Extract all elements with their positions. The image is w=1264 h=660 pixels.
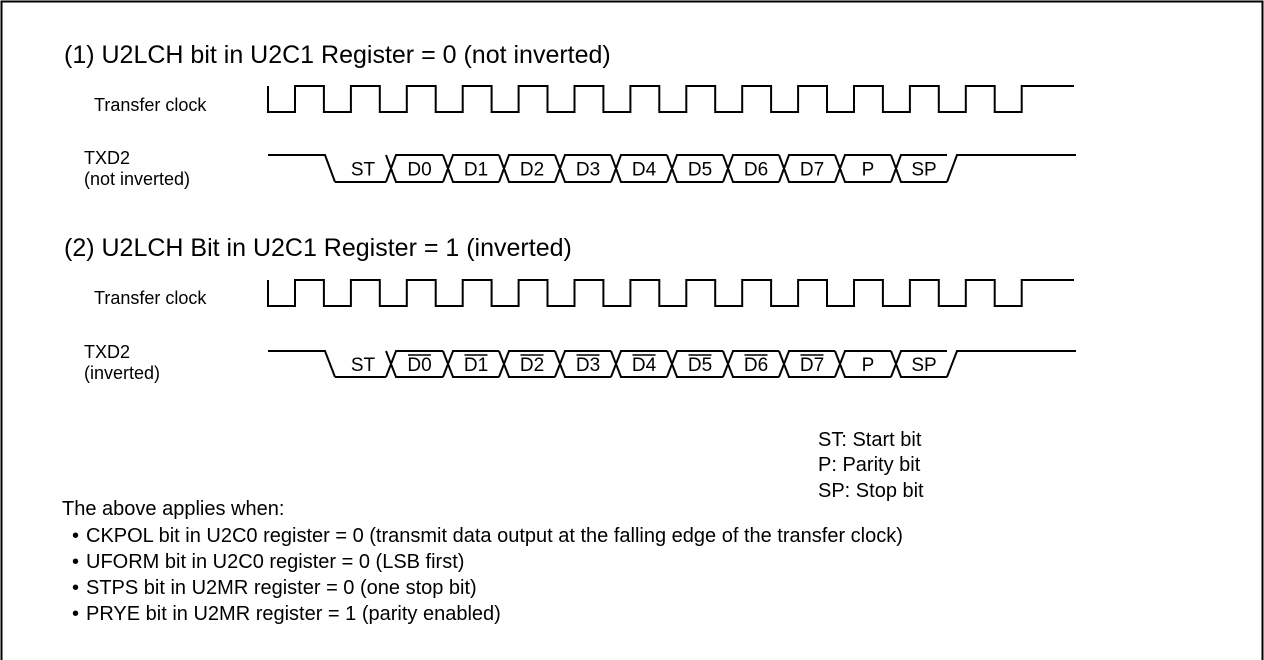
bit-label-d6: D6 <box>744 355 768 376</box>
section-2-txd-sublabel: (inverted) <box>84 363 160 383</box>
bit-label-d7: D7 <box>800 355 824 376</box>
bit-label-d0: D0 <box>407 355 431 376</box>
bit-label-st: ST <box>351 160 376 181</box>
bit-label-sp: SP <box>911 355 936 376</box>
bit-label-d2: D2 <box>520 160 544 181</box>
legend: ST: Start bit P: Parity bit SP: Stop bit <box>818 429 924 502</box>
txd-idle-line <box>268 154 336 183</box>
note-bullet-1: • <box>72 525 79 547</box>
data-bit-cells <box>385 350 1076 378</box>
bit-label-d0: D0 <box>407 160 431 181</box>
note-bullet-2: • <box>72 551 79 573</box>
bit-label-p: P <box>862 355 875 376</box>
bit-label-d4: D4 <box>632 355 657 376</box>
section-2-title: (2) U2LCH Bit in U2C1 Register = 1 (inve… <box>64 234 572 262</box>
note-bullet-3: • <box>72 577 79 599</box>
bit-label-sp: SP <box>911 160 936 181</box>
section-2-clock-label: Transfer clock <box>94 288 207 308</box>
bit-label-d1: D1 <box>464 355 488 376</box>
legend-parity-bit: P: Parity bit <box>818 454 921 476</box>
bit-label-d3: D3 <box>576 160 600 181</box>
bit-label-d2: D2 <box>520 355 544 376</box>
section-1-title: (1) U2LCH bit in U2C1 Register = 0 (not … <box>64 41 611 69</box>
section-inverted: (2) U2LCH Bit in U2C1 Register = 1 (inve… <box>64 234 1076 383</box>
txd-idle-line <box>268 350 336 378</box>
note-3: STPS bit in U2MR register = 0 (one stop … <box>86 577 477 599</box>
note-bullet-4: • <box>72 603 79 625</box>
bit-label-d5: D5 <box>688 160 712 181</box>
bit-label-d5: D5 <box>688 355 712 376</box>
bit-label-d6: D6 <box>744 160 768 181</box>
legend-stop-bit: SP: Stop bit <box>818 480 924 502</box>
section-2-txd-label: TXD2 <box>84 342 130 362</box>
section-1-txd-label: TXD2 <box>84 148 130 168</box>
bit-label-p: P <box>862 160 875 181</box>
note-1: CKPOL bit in U2C0 register = 0 (transmit… <box>86 525 903 547</box>
section-1-txd-sublabel: (not inverted) <box>84 169 190 189</box>
clock-signal-line <box>267 85 1074 113</box>
section-1-data-waveform: ST D0 D1 D2 D3 D4 D5 D6 D7 P SP <box>268 154 1076 183</box>
notes: The above applies when: • CKPOL bit in U… <box>62 498 903 625</box>
legend-start-bit: ST: Start bit <box>818 429 922 451</box>
note-4: PRYE bit in U2MR register = 1 (parity en… <box>86 603 501 625</box>
section-1-clock-label: Transfer clock <box>94 95 207 115</box>
note-2: UFORM bit in U2C0 register = 0 (LSB firs… <box>86 551 464 573</box>
bit-label-st: ST <box>351 355 376 376</box>
section-2-data-waveform: ST D0 D1 D2 D3 D4 D5 D6 D7 P SP <box>268 350 1076 378</box>
section-not-inverted: (1) U2LCH bit in U2C1 Register = 0 (not … <box>64 41 1076 189</box>
bit-label-d3: D3 <box>576 355 600 376</box>
bit-label-d7: D7 <box>800 160 824 181</box>
bit-label-d4: D4 <box>632 160 657 181</box>
section-1-clock-waveform <box>267 85 1074 113</box>
data-bit-cells <box>385 154 1076 183</box>
clock-signal-line <box>267 279 1074 307</box>
notes-intro: The above applies when: <box>62 498 284 520</box>
bit-label-d1: D1 <box>464 160 488 181</box>
section-2-clock-waveform <box>267 279 1074 307</box>
